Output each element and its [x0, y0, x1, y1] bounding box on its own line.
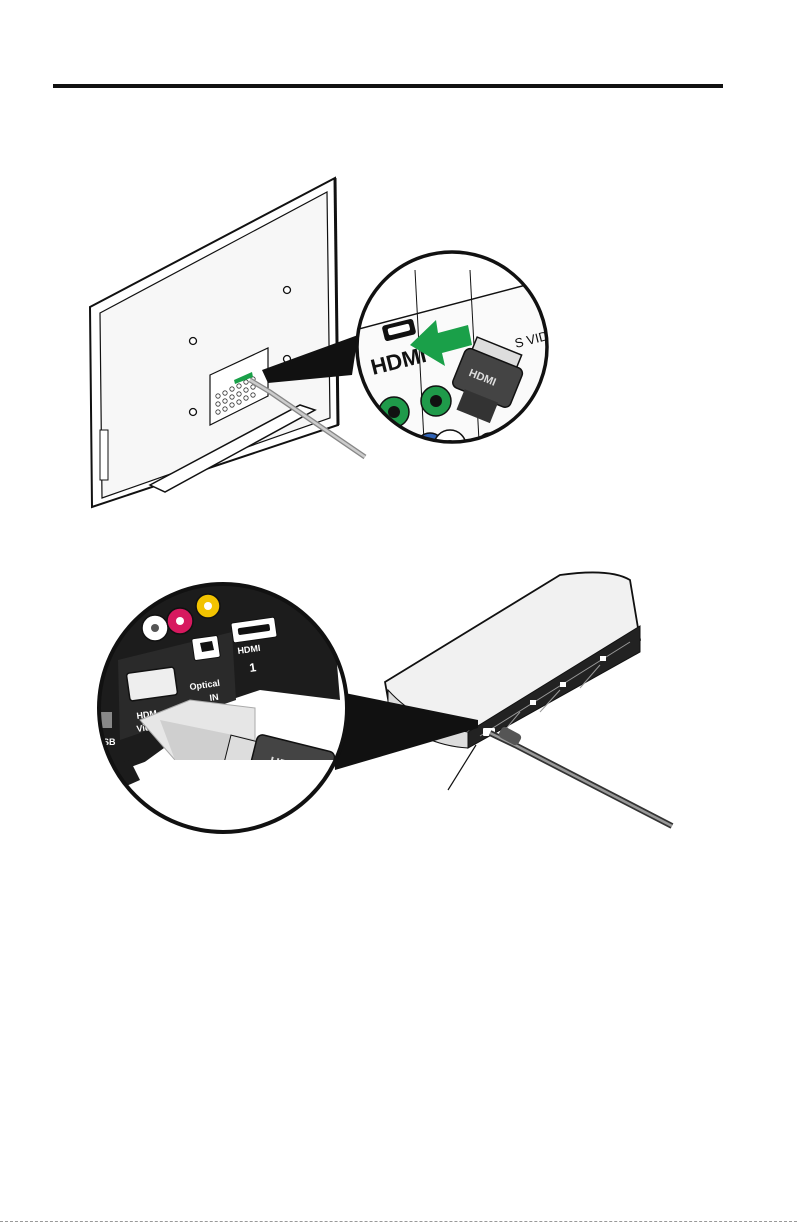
- console-figure: HDMI 1 Optical IN HDM Video SB HDMI: [0, 0, 797, 900]
- in-label: IN: [209, 692, 219, 703]
- leader-line: [448, 745, 476, 790]
- bottom-dashed-line: [0, 1221, 797, 1222]
